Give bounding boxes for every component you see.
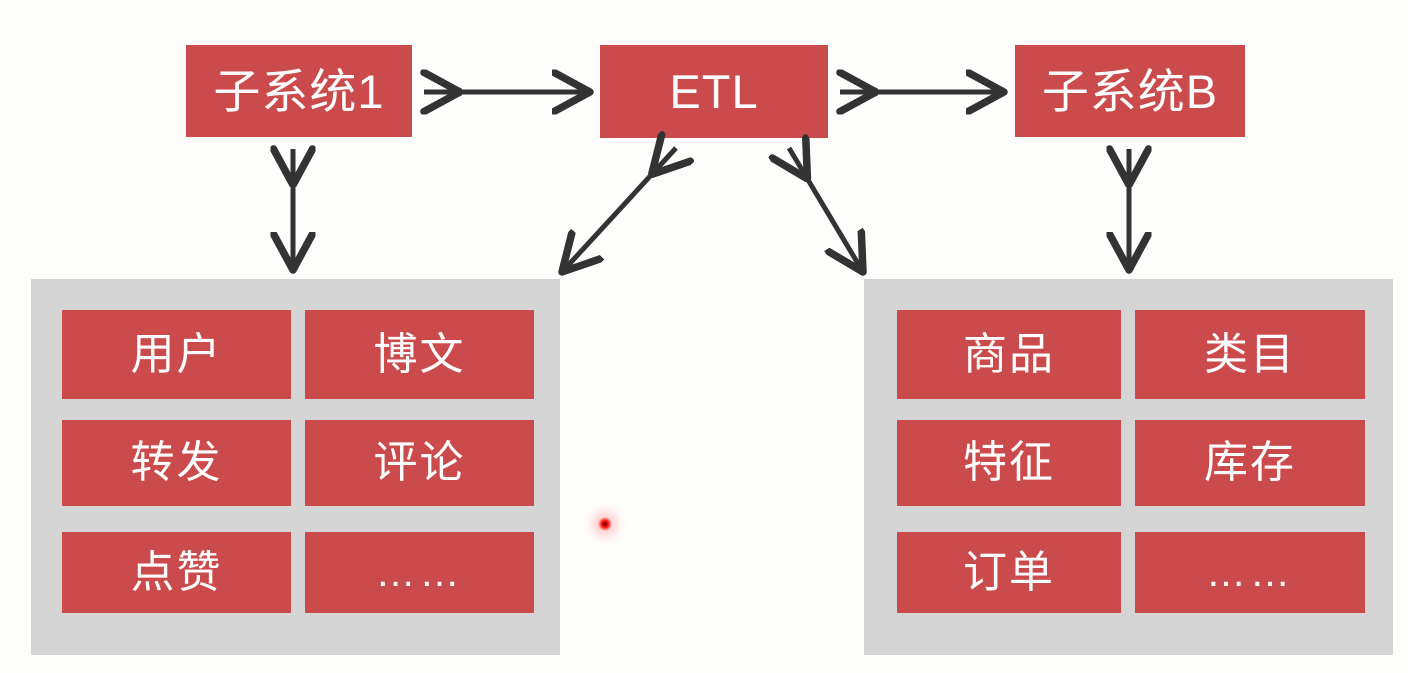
cursor-marker — [598, 517, 612, 531]
cell-like[interactable]: 点赞 — [62, 532, 291, 613]
node-subsystem-1[interactable]: 子系统1 — [186, 45, 412, 137]
right-data-group-panel: 商品 类目 特征 库存 订单 …… — [864, 279, 1393, 655]
cell-comment[interactable]: 评论 — [305, 420, 534, 506]
cell-stock[interactable]: 库存 — [1135, 420, 1365, 506]
cell-category[interactable]: 类目 — [1135, 310, 1365, 399]
cell-user[interactable]: 用户 — [62, 310, 291, 399]
node-subsystem-b[interactable]: 子系统B — [1015, 45, 1245, 137]
connector-etl-right-group — [789, 148, 863, 272]
cell-feature[interactable]: 特征 — [897, 420, 1121, 506]
connector-etl-left-group — [562, 148, 676, 272]
cell-post[interactable]: 博文 — [305, 310, 534, 399]
cell-order[interactable]: 订单 — [897, 532, 1121, 613]
cell-product[interactable]: 商品 — [897, 310, 1121, 399]
node-etl[interactable]: ETL — [600, 45, 828, 138]
cell-repost[interactable]: 转发 — [62, 420, 291, 506]
left-data-group-panel: 用户 博文 转发 评论 点赞 …… — [31, 279, 560, 655]
cell-more-left[interactable]: …… — [305, 532, 534, 613]
cell-more-right[interactable]: …… — [1135, 532, 1365, 613]
